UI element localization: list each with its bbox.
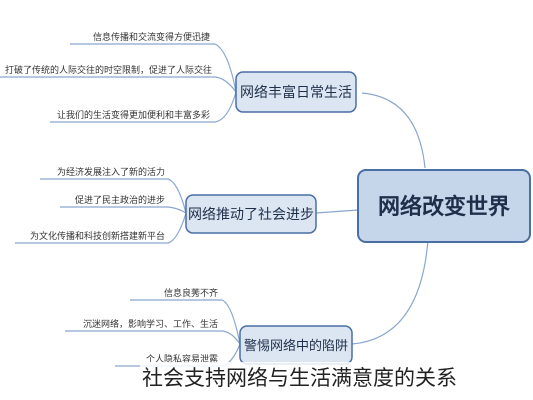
branch-label-network-traps: 警惕网络中的陷阱 [244,338,348,354]
connector-branch1-leaf1 [70,43,237,93]
connectors [0,43,429,367]
connector-branch1-leaf2 [0,76,237,93]
branch-node-network-traps[interactable]: 警惕网络中的陷阱 [239,325,353,365]
leaf-text: 让我们的生活变得更加便利和丰富多彩 [57,109,210,121]
branch-label-social-progress: 网络推动了社会进步 [188,207,314,223]
connector-branch2-leaf2 [60,206,187,214]
connector-branch3-leaf2 [65,330,241,345]
leaf-text: 为经济发展注入了新的活力 [57,166,165,178]
branch-node-social-progress[interactable]: 网络推动了社会进步 [185,194,317,234]
central-topic-label: 网络改变世界 [378,194,510,220]
connector-central-branch3 [351,239,429,345]
leaf-text: 信息传播和交流变得方便迅捷 [93,31,210,43]
leaf-text: 打破了传统的人际交往的时空限制，促进了人际交往 [5,64,212,76]
connector-branch1-leaf3 [50,91,237,123]
central-topic-node[interactable]: 网络改变世界 [357,169,531,243]
leaf-text: 为文化传播和科技创新搭建新平台 [30,230,165,242]
connector-central-branch1 [361,92,426,169]
branch-label-daily-life: 网络丰富日常生活 [240,84,352,101]
connector-branch2-leaf3 [15,212,187,244]
branch-node-daily-life[interactable]: 网络丰富日常生活 [235,71,357,113]
leaf-text: 促进了民主政治的进步 [75,194,165,206]
connector-branch2-leaf1 [40,178,187,214]
caption-overlay: 社会支持网络与生活满意度的关系 [140,362,459,392]
leaf-text: 信息良莠不齐 [164,287,218,299]
connector-central-branch2 [315,209,359,214]
leaf-text: 沉迷网络，影响学习、工作、生活 [83,318,218,330]
connector-branch3-leaf1 [130,299,241,345]
